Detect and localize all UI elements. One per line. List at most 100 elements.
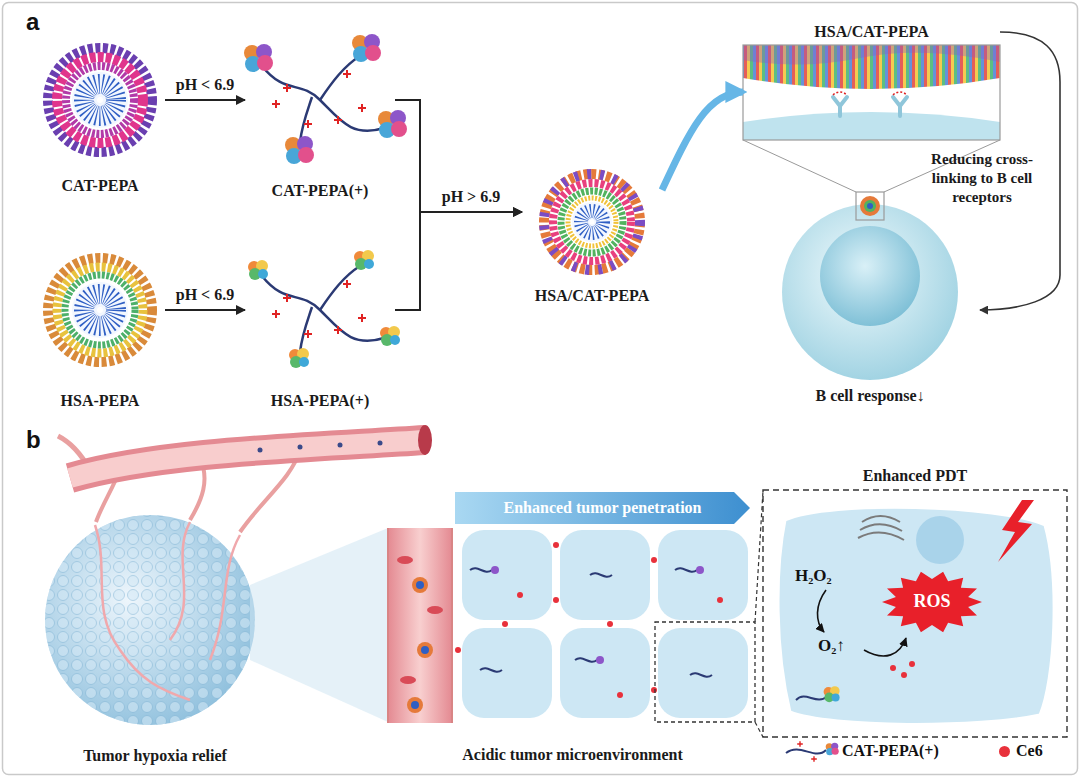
tissue-section bbox=[596, 656, 604, 664]
tissue-section bbox=[407, 697, 423, 713]
node-label: B cell response↓ bbox=[815, 386, 924, 405]
cat-pepa-chains bbox=[352, 34, 381, 62]
hsa-pepa-micelle bbox=[84, 294, 116, 326]
cat-pepa-micelle bbox=[48, 48, 152, 152]
zoom-inset bbox=[743, 45, 1000, 140]
tissue-section bbox=[388, 491, 763, 737]
tissue-section bbox=[411, 701, 419, 709]
tumor-cell bbox=[864, 638, 906, 656]
hybrid-micelle bbox=[553, 183, 631, 261]
tissue-section bbox=[502, 621, 508, 627]
tissue-section bbox=[412, 577, 428, 593]
cat-pepa-chains bbox=[244, 44, 273, 72]
cat-pepa-chains bbox=[334, 116, 342, 124]
cell-node: B cell response↓ bbox=[760, 195, 980, 405]
b-cell bbox=[860, 196, 880, 216]
hsa-pepa-chains bbox=[334, 326, 342, 334]
legend-text: CAT-PEPA(+) bbox=[842, 741, 939, 760]
b-cell bbox=[820, 226, 920, 326]
hybrid-micelle bbox=[561, 191, 623, 253]
node-label: ROS bbox=[913, 591, 950, 613]
hybrid-micelle bbox=[581, 211, 603, 233]
hybrid-micelle bbox=[544, 174, 640, 270]
tumor-sphere bbox=[45, 515, 255, 725]
tumor-sphere bbox=[45, 515, 255, 725]
micelle-node: CAT-PEPA bbox=[35, 40, 165, 195]
edge-label: Reducing cross-linking to B cell recepto… bbox=[918, 150, 1046, 206]
polymer-node: HSA-PEPA(+) bbox=[245, 245, 395, 410]
hybrid-micelle bbox=[572, 202, 612, 242]
hsa-pepa-chains bbox=[343, 280, 351, 288]
blood-vessel bbox=[338, 443, 343, 448]
tumor-cell bbox=[778, 500, 1054, 724]
node-label: Tumor hypoxia relief bbox=[83, 746, 227, 765]
legend-chain-sample bbox=[811, 756, 817, 762]
tissue-section bbox=[607, 621, 613, 627]
tumor-node: Tumor hypoxia relief bbox=[30, 510, 280, 765]
tumor-cell bbox=[858, 516, 904, 540]
tissue-section bbox=[560, 530, 650, 620]
molecule-label: H₂O₂ bbox=[795, 566, 832, 586]
node-label: HSA-PEPA(+) bbox=[271, 391, 370, 410]
legend-text: Ce6 bbox=[1016, 741, 1043, 760]
hybrid-micelle bbox=[590, 220, 595, 225]
node-label: HSA/CAT-PEPA bbox=[535, 286, 649, 305]
legend-chain-sample bbox=[786, 749, 826, 753]
node-label: Acidic tumor microenvironment bbox=[462, 745, 682, 764]
connector bbox=[395, 100, 522, 212]
hsa-pepa-chains bbox=[272, 310, 280, 318]
tissue-section bbox=[400, 676, 416, 684]
tissue-section bbox=[397, 556, 413, 564]
hsa-pepa-chains bbox=[248, 260, 268, 280]
legend-chain-sample bbox=[797, 741, 803, 747]
zoom-inset bbox=[743, 45, 1000, 140]
hsa-pepa-micelle bbox=[57, 267, 143, 353]
hsa-pepa-chains bbox=[304, 330, 312, 338]
tissue-section bbox=[470, 568, 712, 676]
tissue-section bbox=[388, 528, 452, 723]
hsa-pepa-micelle bbox=[97, 307, 103, 313]
node-label: HSA/CAT-PEPA bbox=[814, 22, 928, 41]
micelle-node: HSA/CAT-PEPA bbox=[522, 160, 662, 305]
hsa-pepa-chains bbox=[283, 294, 291, 302]
hsa-pepa-chains bbox=[358, 314, 366, 322]
tissue-section bbox=[462, 530, 552, 620]
hybrid-micelle bbox=[544, 174, 640, 270]
tissue-section bbox=[388, 528, 452, 723]
hsa-pepa-chains bbox=[289, 348, 309, 368]
section-node: Acidic tumor microenvironment bbox=[385, 528, 760, 764]
tumor-cell bbox=[890, 665, 896, 671]
blood-vessel bbox=[58, 425, 432, 532]
zoom-inset bbox=[743, 45, 1000, 89]
tissue-section bbox=[517, 592, 523, 598]
band-arrow bbox=[455, 492, 750, 524]
zoom-inset-node: HSA/CAT-PEPA bbox=[743, 22, 1000, 140]
tumor-cell bbox=[909, 661, 915, 667]
blood-vessel bbox=[298, 445, 303, 450]
node-label: CAT-PEPA bbox=[61, 176, 138, 195]
panel-letter: a bbox=[26, 8, 39, 37]
cat-pepa-chains bbox=[358, 104, 366, 112]
cat-pepa-chains bbox=[272, 100, 280, 108]
legend-chain-sample bbox=[826, 743, 839, 756]
tumor-sphere bbox=[45, 515, 255, 725]
hsa-pepa-chains bbox=[262, 276, 384, 341]
hybrid-micelle bbox=[544, 174, 640, 270]
figure-border bbox=[3, 3, 1078, 775]
tissue-section bbox=[553, 597, 559, 603]
legend-swatch bbox=[999, 746, 1010, 757]
cat-pepa-micelle bbox=[84, 84, 116, 116]
arrow-band: Enhanced tumor penetration bbox=[455, 492, 750, 524]
cat-pepa-chains bbox=[304, 120, 312, 128]
hsa-pepa-chains bbox=[300, 307, 312, 352]
zoom-inset bbox=[743, 45, 1000, 65]
zoom-inset bbox=[743, 45, 1000, 140]
tissue-section bbox=[658, 628, 748, 718]
cat-pepa-chains bbox=[300, 97, 312, 142]
hybrid-micelle bbox=[568, 198, 616, 246]
connector bbox=[165, 309, 245, 311]
tumor-sphere bbox=[95, 522, 240, 700]
tissue-section bbox=[462, 628, 552, 718]
tissue-section bbox=[491, 566, 499, 574]
hsa-pepa-chains bbox=[320, 266, 360, 310]
